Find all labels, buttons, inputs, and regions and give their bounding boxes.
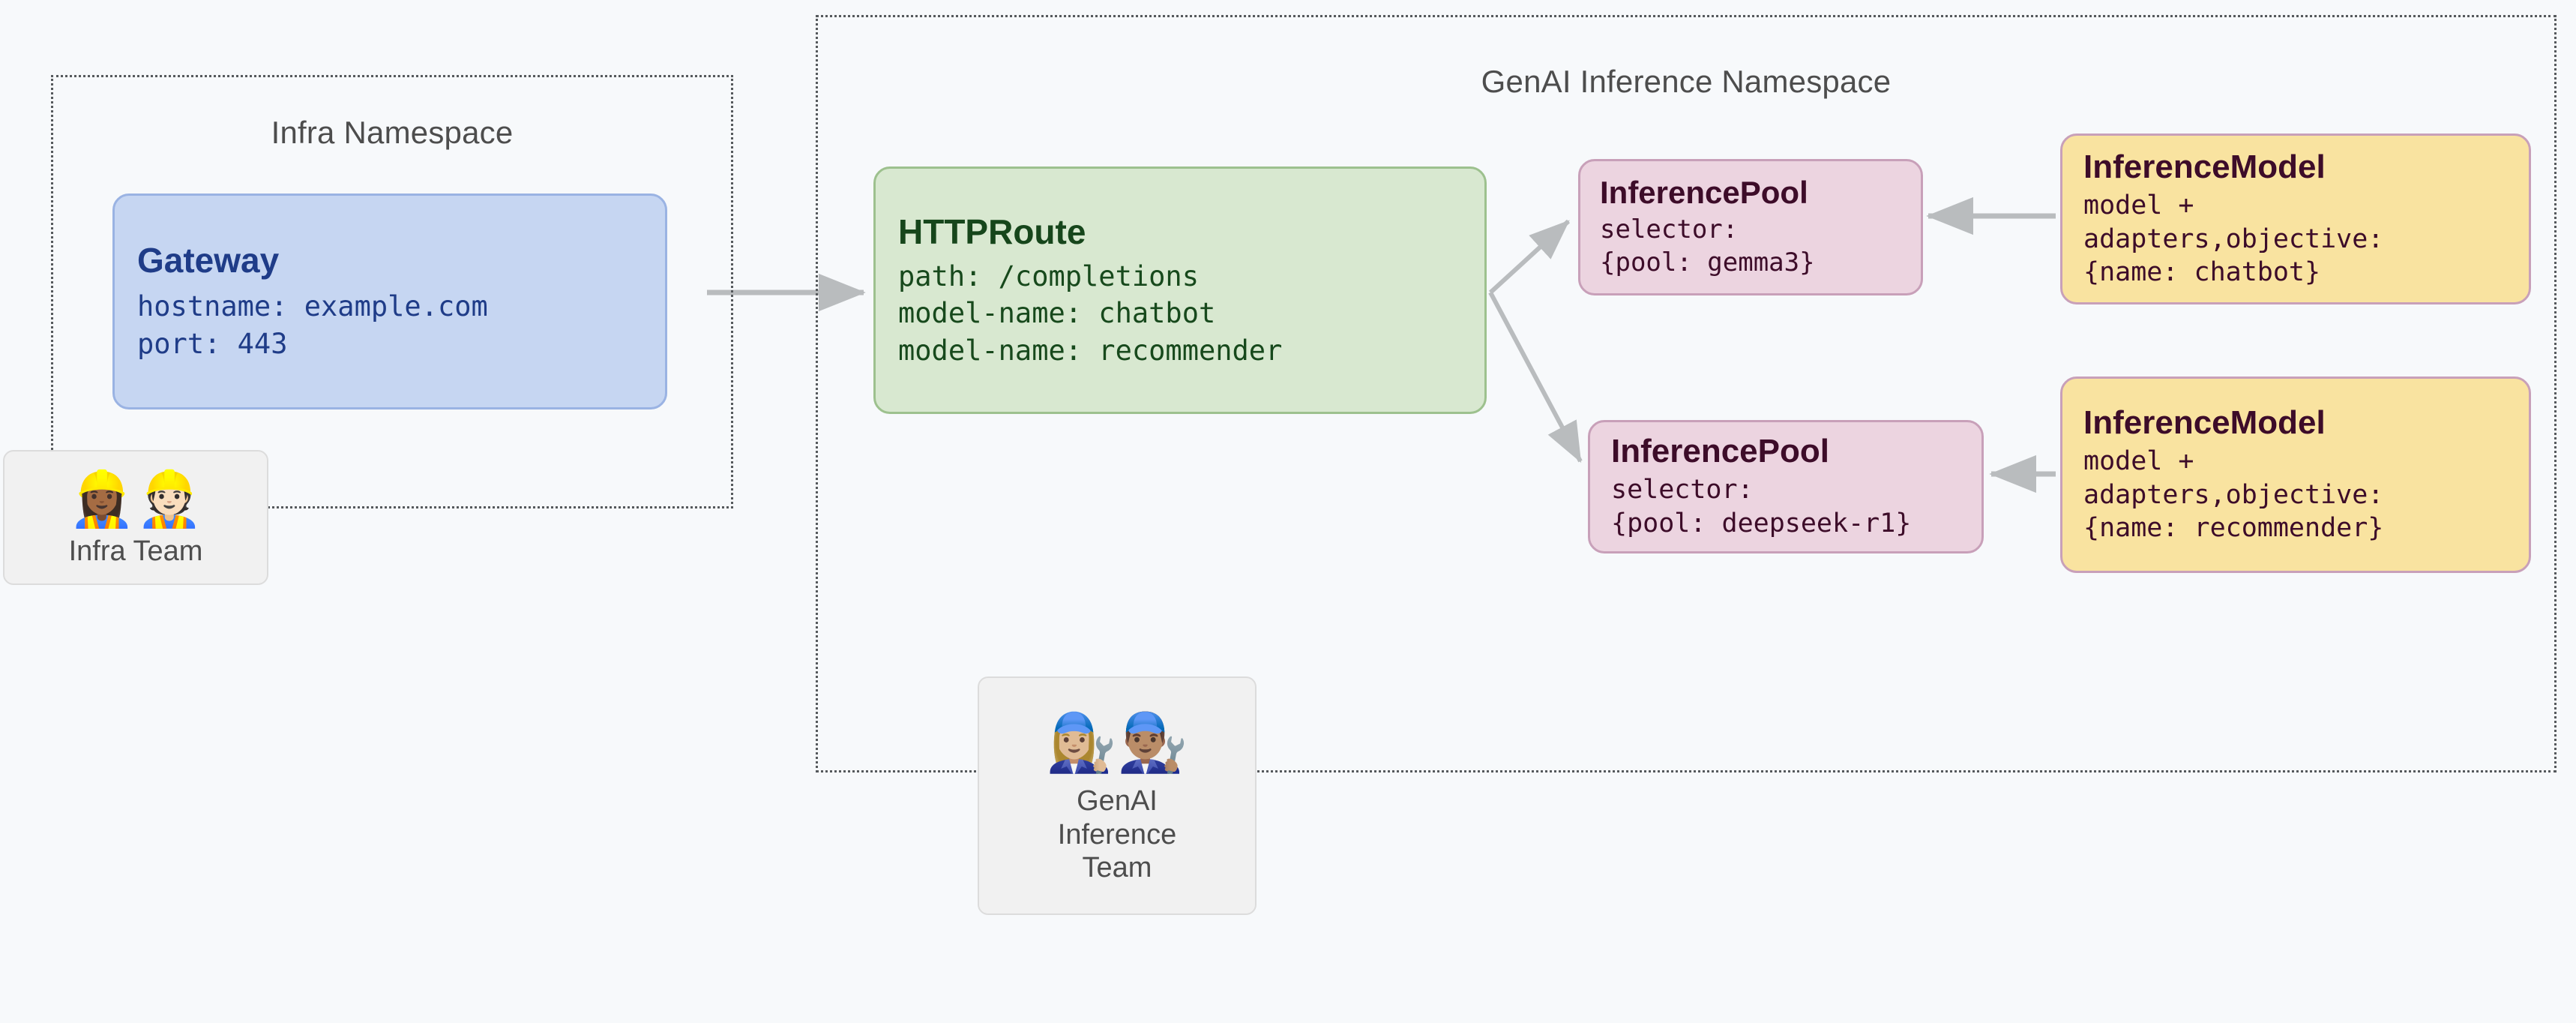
inferencemodel-chatbot-title: InferenceModel <box>2083 148 2326 185</box>
infra-team-badge[interactable]: 👷🏾‍♀️👷🏻 Infra Team <box>3 450 268 585</box>
gateway-title: Gateway <box>137 241 280 280</box>
inferencemodel-chatbot-line-3: {name: chatbot} <box>2083 257 2321 288</box>
inferencemodel-recommender-line-2: adapters,objective: <box>2083 479 2384 510</box>
construction-worker-icon: 👷🏾‍♀️👷🏻 <box>68 466 203 530</box>
gateway-hostname: hostname: example.com <box>137 290 488 323</box>
namespace-infra: Infra Namespace <box>51 75 733 508</box>
httproute-model-name-recommender: model-name: recommender <box>898 334 1283 367</box>
gateway-port: port: 443 <box>137 328 288 360</box>
inferencepool-deepseek-r1-selector-value: {pool: deepseek-r1} <box>1611 508 1912 538</box>
inferencemodel-recommender-title: InferenceModel <box>2083 404 2326 441</box>
httproute-model-name-chatbot: model-name: chatbot <box>898 297 1216 330</box>
inferencemodel-recommender-line-3: {name: recommender} <box>2083 513 2384 544</box>
inferencepool-deepseek-r1-card[interactable]: InferencePool selector: {pool: deepseek-… <box>1588 420 1984 554</box>
namespace-genai-inference-title: GenAI Inference Namespace <box>1481 64 1892 99</box>
inferencepool-gemma3-selector-value: {pool: gemma3} <box>1600 248 1815 278</box>
inferencemodel-chatbot-card[interactable]: InferenceModel model + adapters,objectiv… <box>2060 134 2531 304</box>
inferencepool-gemma3-card[interactable]: InferencePool selector: {pool: gemma3} <box>1578 159 1923 296</box>
inferencepool-deepseek-r1-title: InferencePool <box>1611 433 1829 470</box>
mechanic-icon: 👩🏼‍🔧👨🏽‍🔧 <box>1046 708 1188 776</box>
namespace-infra-title: Infra Namespace <box>271 115 514 150</box>
httproute-title: HTTPRoute <box>898 212 1086 252</box>
infra-team-label: Infra Team <box>68 535 203 567</box>
inferencepool-deepseek-r1-selector-label: selector: <box>1611 475 1754 506</box>
namespace-genai-inference: GenAI Inference Namespace <box>816 15 2557 772</box>
inferencepool-gemma3-title: InferencePool <box>1600 175 1808 211</box>
inferencemodel-recommender-line-1: model + <box>2083 446 2194 476</box>
httproute-card[interactable]: HTTPRoute path: /completions model-name:… <box>873 166 1487 414</box>
gateway-card[interactable]: Gateway hostname: example.com port: 443 <box>112 194 667 410</box>
inferencepool-gemma3-selector-label: selector: <box>1600 214 1739 245</box>
inferencemodel-chatbot-line-1: model + <box>2083 190 2194 220</box>
httproute-path: path: /completions <box>898 260 1199 293</box>
inferencemodel-chatbot-line-2: adapters,objective: <box>2083 224 2384 254</box>
inferencemodel-recommender-card[interactable]: InferenceModel model + adapters,objectiv… <box>2060 376 2531 573</box>
